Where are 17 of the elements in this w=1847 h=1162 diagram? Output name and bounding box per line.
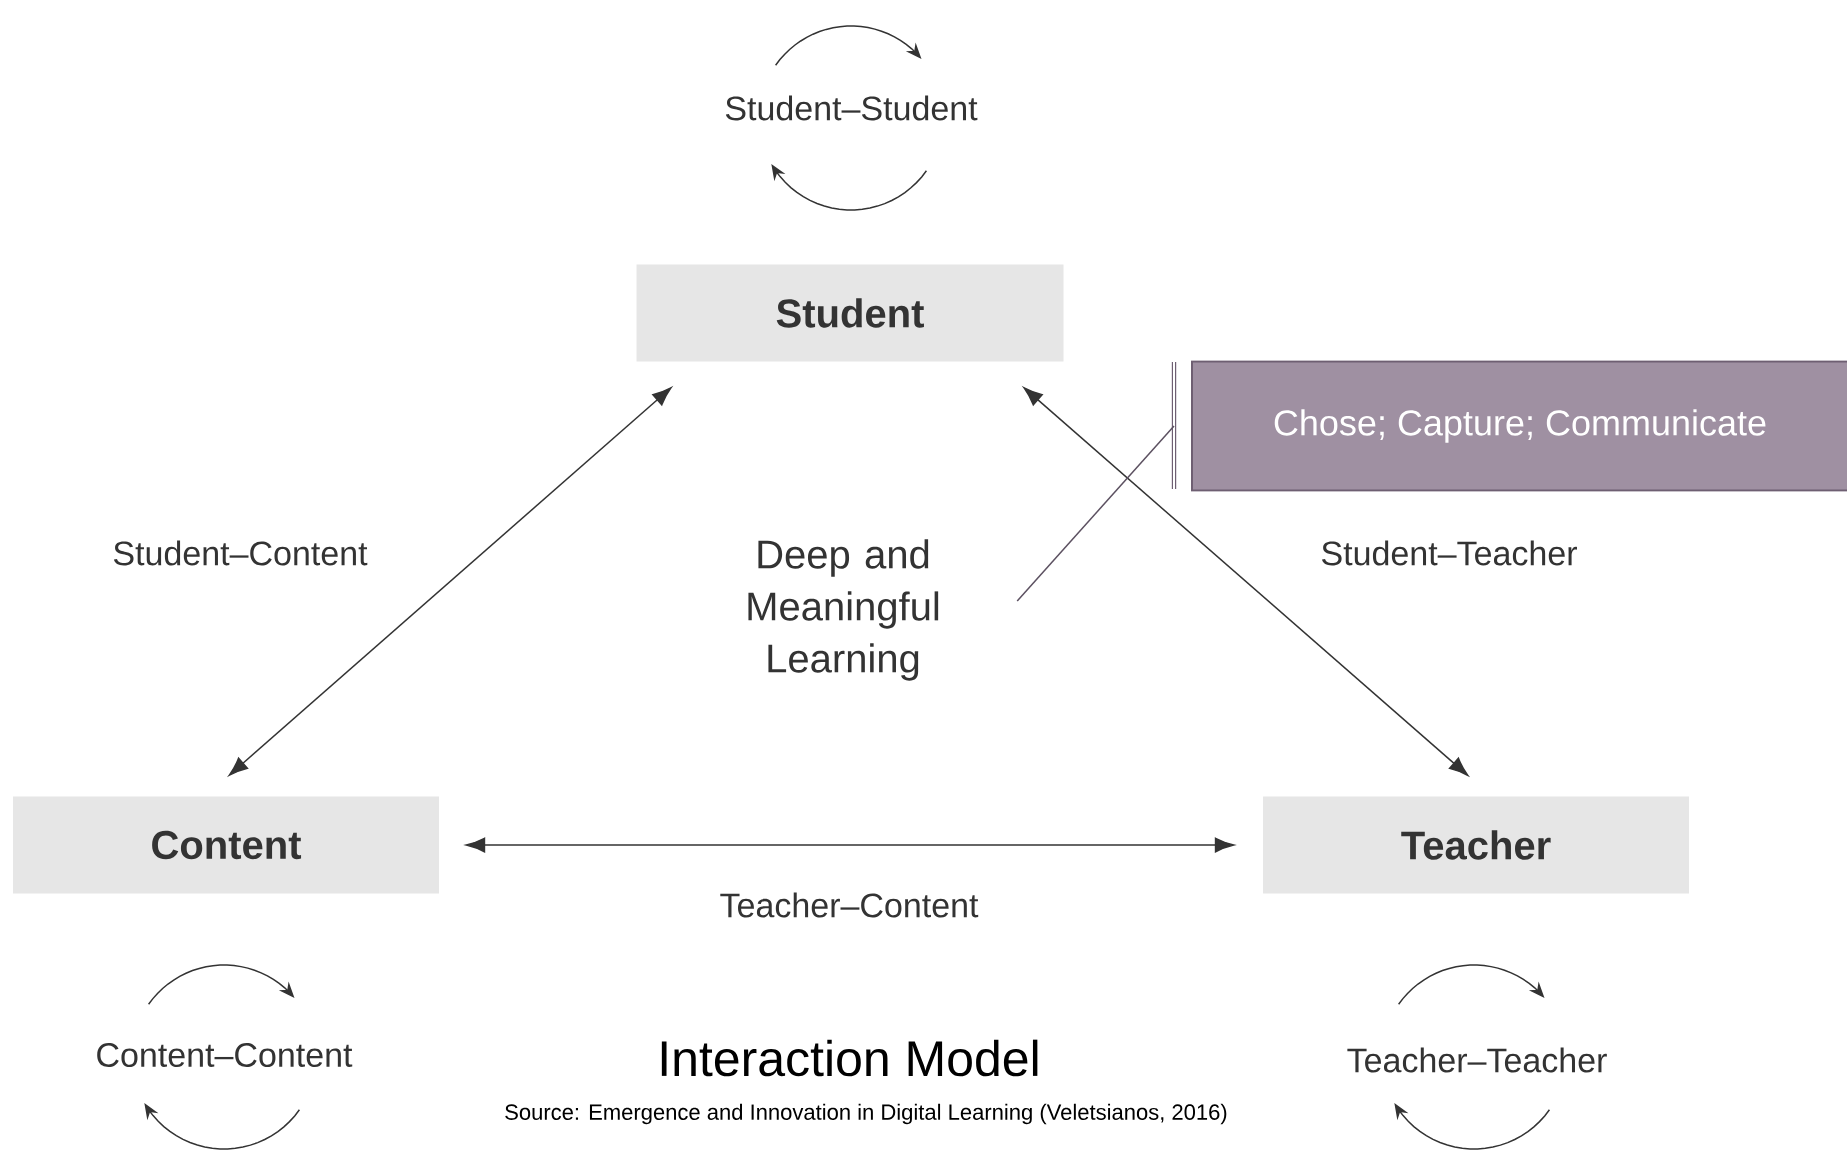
title: Interaction Model xyxy=(661,1039,1038,1077)
arrow xyxy=(228,387,672,776)
edge-label: Student–Teacher xyxy=(1322,540,1577,566)
leader-line xyxy=(1016,425,1175,602)
entity-box: Content xyxy=(13,796,439,894)
center-text: Deep and Meaningful Learning xyxy=(748,539,939,681)
callout-box: Chose; Capture; Communicate xyxy=(1191,360,1847,492)
interaction-label: Student–Student xyxy=(725,95,978,121)
arrow xyxy=(465,837,1235,853)
arrow xyxy=(1023,387,1469,776)
entity-box: Teacher xyxy=(1263,796,1689,894)
interaction-label: Teacher–Teacher xyxy=(1347,1047,1607,1073)
caption: Source: Emergence and Innovation in Digital Learning (Veletsianos, 2016) xyxy=(505,1103,1227,1125)
edge-label: Teacher–Content xyxy=(720,892,979,918)
entity-box: Student xyxy=(636,264,1064,362)
interaction-label: Content–Content xyxy=(97,1042,353,1068)
edge-label: Student–Content xyxy=(113,540,368,566)
